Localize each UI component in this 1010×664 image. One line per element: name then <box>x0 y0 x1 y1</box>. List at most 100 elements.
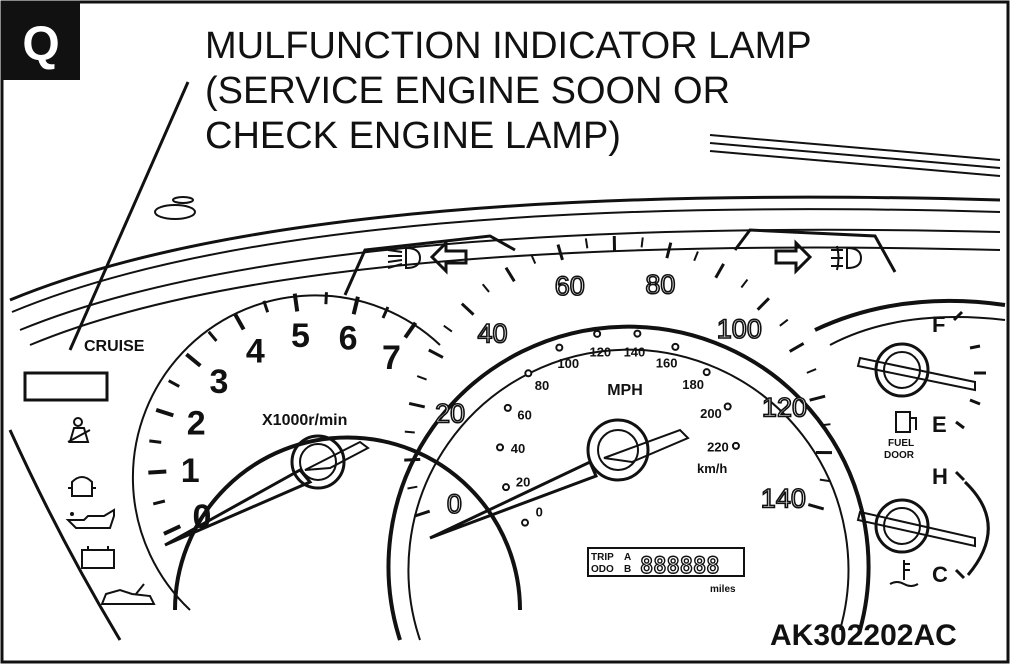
speedometer-tick <box>460 302 475 316</box>
cruise-label: CRUISE <box>84 338 145 355</box>
fuel-door-label-2: DOOR <box>884 450 915 461</box>
fuel-full-label: F <box>932 312 945 337</box>
tachometer-unit-label: X1000r/min <box>262 412 347 429</box>
kmh-label: 100 <box>557 356 579 371</box>
kmh-label: 180 <box>682 377 704 392</box>
speedometer-tick <box>640 237 644 248</box>
tachometer-tick <box>351 296 360 315</box>
headlight-icon <box>387 246 422 270</box>
speedometer-tick <box>404 457 421 462</box>
tachometer-tick <box>185 352 202 368</box>
tachometer-label: 4 <box>246 332 265 370</box>
callout-text: MULFUNCTION INDICATOR LAMP (SERVICE ENGI… <box>205 25 812 157</box>
trip-b-label: B <box>624 564 631 575</box>
tachometer-tick <box>167 379 180 388</box>
mph-label: 20 <box>435 399 465 429</box>
kmh-unit-label: km/h <box>697 461 727 476</box>
speedometer-tick <box>740 278 749 289</box>
dashboard-cowl <box>8 195 1001 641</box>
tachometer-tick <box>207 330 218 342</box>
kmh-label: 40 <box>511 441 525 456</box>
malfunction-indicator-lamp <box>23 371 109 402</box>
mph-label: 140 <box>761 483 806 513</box>
kmh-tick <box>555 343 564 352</box>
tachometer-tick <box>149 439 162 444</box>
speedometer-tick <box>407 485 418 490</box>
kmh-label: 140 <box>624 344 646 359</box>
speedometer-tick <box>806 368 817 374</box>
mph-label: 120 <box>762 393 807 423</box>
speedometer-tick <box>556 244 564 261</box>
speedometer-tick <box>665 242 673 259</box>
panel-letter: Q <box>22 18 59 71</box>
speedometer-tick <box>809 394 826 402</box>
kmh-tick <box>502 483 511 492</box>
fuel-empty-label: E <box>932 412 947 437</box>
left-turn-arrow-icon <box>429 239 468 275</box>
kmh-label: 160 <box>656 356 678 371</box>
tachometer-tick <box>381 306 390 319</box>
fuel-pump-icon <box>895 411 917 433</box>
kmh-label: 0 <box>536 505 543 520</box>
battery-icon <box>81 546 115 569</box>
odometer-unit: miles <box>710 584 736 595</box>
tachometer-label: 6 <box>339 320 358 358</box>
warning-lamp-column: CRUISE <box>23 338 156 605</box>
speedometer-tick <box>443 324 453 333</box>
kmh-tick <box>503 403 512 412</box>
right-turn-arrow-icon <box>774 239 813 275</box>
mph-label: 100 <box>717 314 762 344</box>
mph-label: 0 <box>447 489 462 519</box>
fuel-door-label-1: FUEL <box>888 438 914 449</box>
tachometer-needle <box>164 434 370 547</box>
speedometer-tick <box>481 283 490 293</box>
tachometer-tick <box>155 407 174 418</box>
callout-line-2: (SERVICE ENGINE SOON OR <box>205 70 730 112</box>
tachometer-label: 3 <box>209 363 228 401</box>
temperature-gauge: H C <box>856 464 990 587</box>
tachometer-tick <box>292 293 300 312</box>
tachometer-tick <box>148 469 167 475</box>
speedometer-tick <box>756 297 771 311</box>
speedometer-needle <box>429 418 690 540</box>
speedometer-tick <box>714 263 725 279</box>
trip-label: TRIP <box>591 552 614 563</box>
temp-hot-label: H <box>932 464 948 489</box>
temperature-gauge-needle <box>856 498 976 554</box>
tachometer-tick <box>324 292 328 305</box>
kmh-tick <box>731 441 740 450</box>
kmh-label: 80 <box>535 378 549 393</box>
tachometer-tick <box>403 321 418 339</box>
fuel-gauge: F E FUEL DOOR <box>856 310 986 461</box>
door-ajar-icon <box>68 476 96 497</box>
callout-line-3: CHECK ENGINE LAMP) <box>205 115 621 157</box>
speedometer-tick <box>820 423 831 427</box>
speedometer-tick <box>530 253 537 264</box>
trip-a-label: A <box>624 552 631 563</box>
trunk-open-icon <box>100 583 156 605</box>
mph-unit-label: MPH <box>607 382 643 399</box>
mph-label: 80 <box>645 269 675 299</box>
kmh-tick <box>593 329 602 338</box>
tachometer-tick <box>262 300 270 313</box>
kmh-tick <box>702 368 711 377</box>
kmh-tick <box>633 329 642 338</box>
kmh-tick <box>524 369 533 378</box>
speedometer-tick <box>819 478 830 483</box>
speedometer-tick <box>416 375 427 381</box>
kmh-label: 20 <box>516 475 530 490</box>
odometer-digits: 888888 <box>640 554 719 579</box>
tachometer-tick <box>233 312 246 331</box>
oil-pressure-icon <box>65 508 115 529</box>
fog-light-icon <box>831 245 863 271</box>
tachometer-ticks <box>148 292 418 536</box>
speedometer-tick <box>807 503 825 511</box>
tachometer-label: 1 <box>181 452 200 490</box>
kmh-tick <box>521 518 530 527</box>
odometer-display: TRIP ODO A B 888888 miles <box>587 547 745 595</box>
